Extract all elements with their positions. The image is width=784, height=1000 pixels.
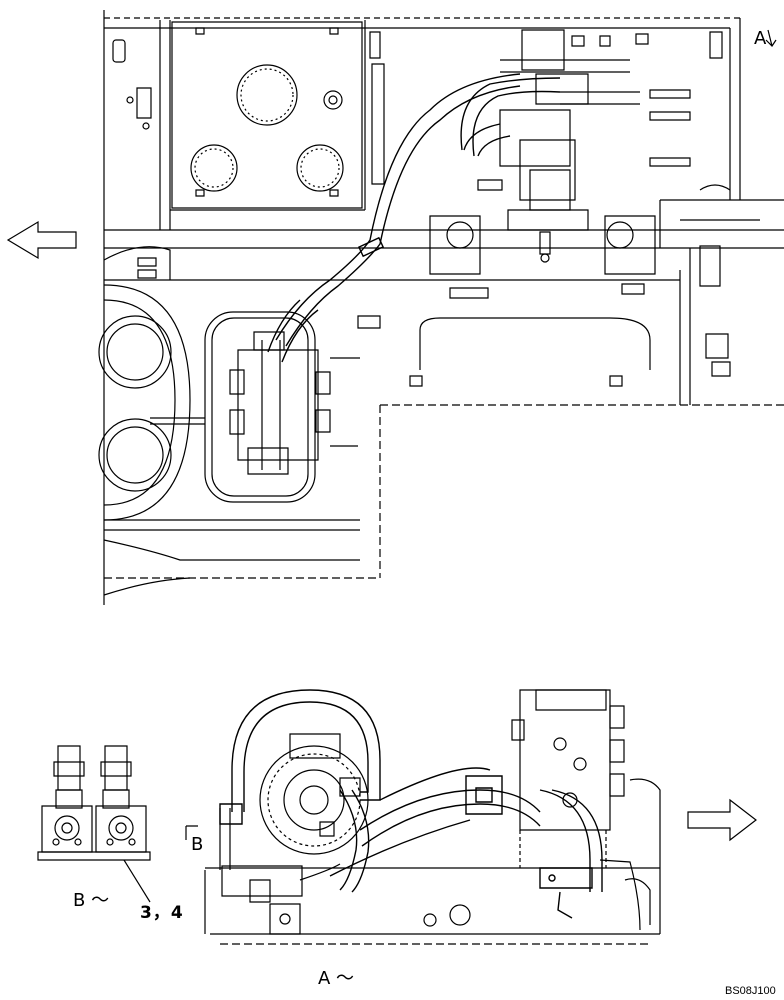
control-valve-top [205,312,360,502]
top-view [8,10,784,605]
view-a-marker: A [754,28,767,49]
right-arrow-icon [688,800,756,840]
frame-outline [104,10,784,605]
frame-cutout [358,316,650,386]
view-b-arrow-icon [186,826,198,840]
control-valve-side [512,690,624,868]
leader-line [124,860,150,902]
frame-hole [450,905,470,925]
valve-unit-left [42,746,92,852]
frame-brackets [113,32,722,278]
hydraulic-hoses-top [268,74,560,362]
main-pump-assembly [478,30,640,262]
view-b-caption: B ～ [73,890,110,911]
mounting-plate [38,852,150,860]
cross-member [430,216,730,376]
suction-hose-loop [220,690,380,824]
hydraulic-hoses-side [330,768,602,918]
view-b-marker: B [191,834,204,855]
view-a-arrow-icon [766,30,776,46]
view-b-detail [38,746,150,902]
hydraulic-tank [172,22,362,208]
main-pump-side [260,734,368,854]
swing-bearing [99,285,205,520]
solenoid-block [222,864,340,934]
view-a-elevation [205,690,660,944]
frame-hole [424,914,436,926]
left-arrow-icon [8,222,76,258]
view-a-caption: A ～ [318,968,355,989]
valve-unit-right [96,746,146,852]
drawing-code: BS08J100 [725,985,776,997]
part-reference: 3，4 [140,903,184,923]
